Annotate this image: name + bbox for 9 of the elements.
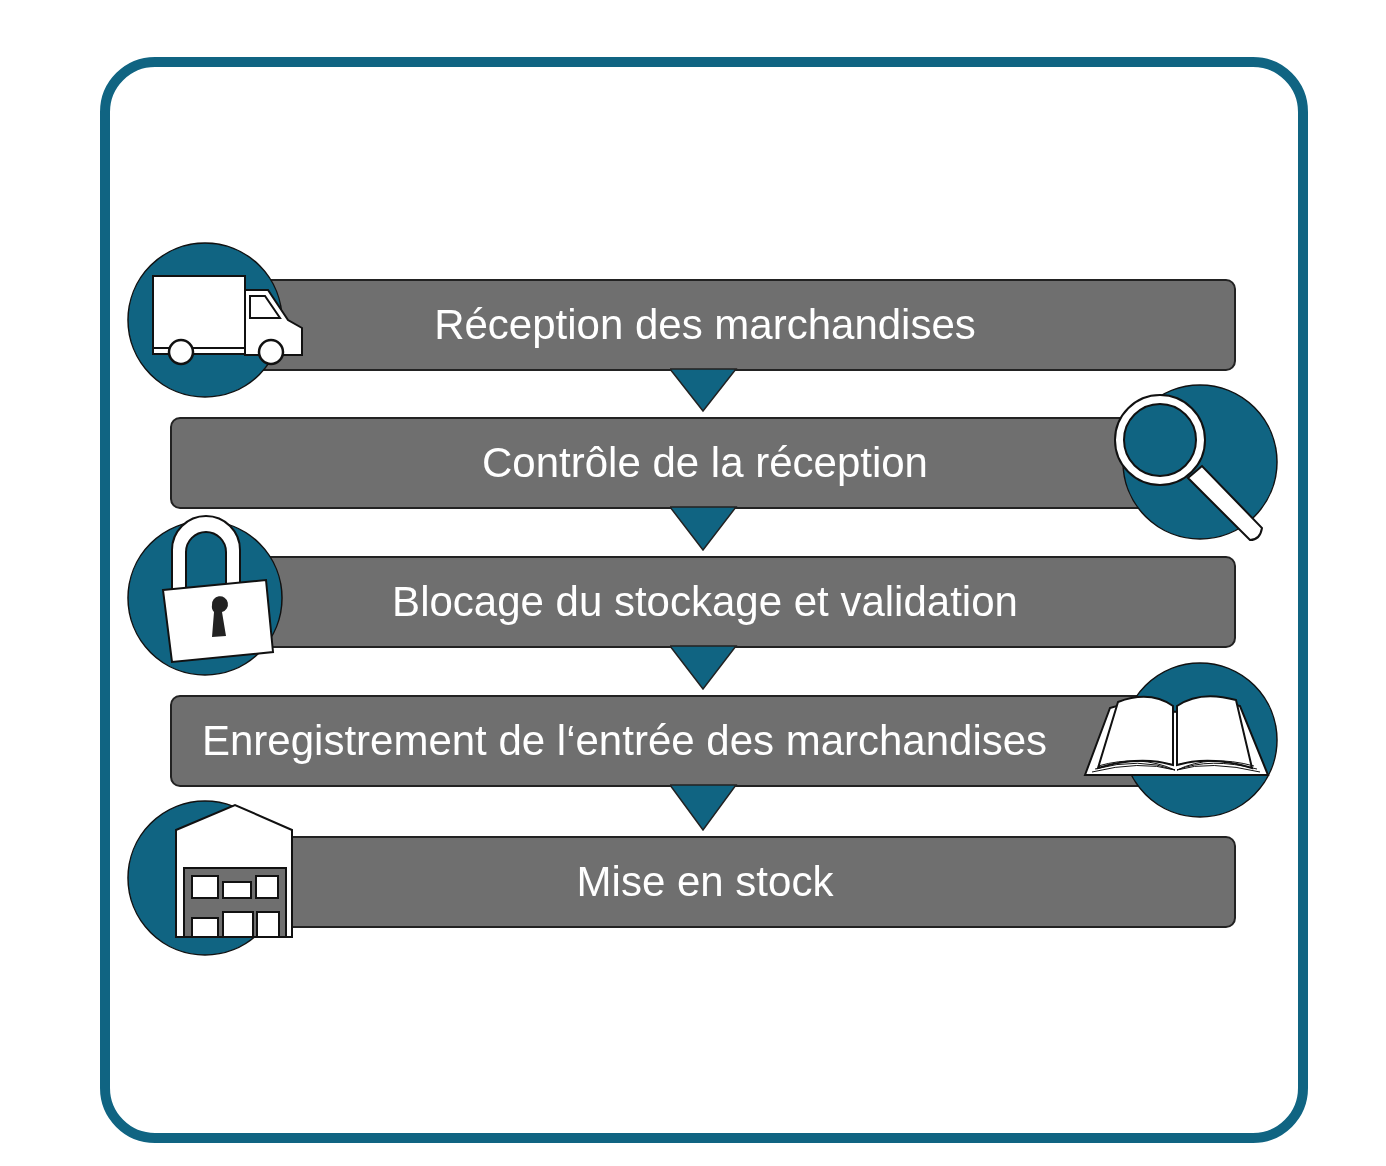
arrow [668,506,738,552]
step-label: Blocage du stockage et validation [392,577,1018,627]
arrow [668,784,738,832]
arrow [668,645,738,691]
step-label: Contrôle de la réception [482,438,928,488]
arrow [668,368,738,413]
step-label: Enregistrement de l‘entrée des marchandises [202,716,1048,766]
step-label: Mise en stock [576,857,834,907]
step-label: Réception des marchandises [434,300,976,350]
